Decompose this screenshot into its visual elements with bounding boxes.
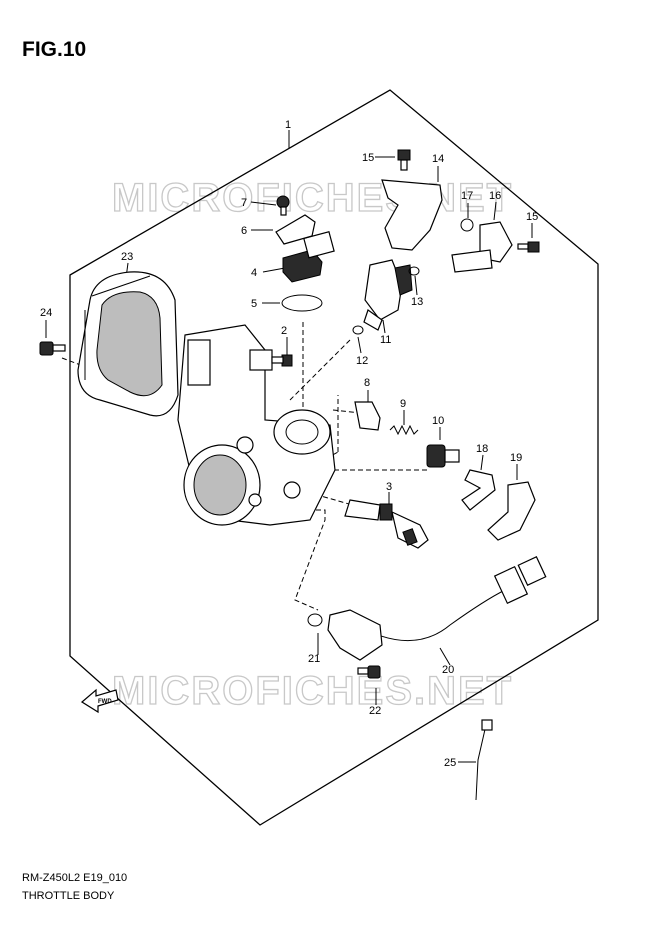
- throttle-body-main: [177, 324, 336, 526]
- callout-2: 2: [281, 325, 287, 337]
- fwd-arrow: FWD: [80, 688, 119, 714]
- callout-11: 11: [380, 334, 391, 346]
- diagram-code: RM-Z450L2 E19_010: [22, 872, 128, 884]
- callout-25: 25: [444, 757, 456, 769]
- callout-labels: 1 2 3 4 5 6 7 8 9 10 11 12 13 14 15 16 1…: [40, 119, 538, 769]
- callout-5: 5: [251, 298, 257, 310]
- callout-8: 8: [364, 377, 370, 389]
- callout-16: 16: [489, 190, 501, 202]
- bolt-part-24: [39, 341, 66, 356]
- callout-7: 7: [241, 197, 247, 209]
- bracket-part-14: [381, 179, 443, 251]
- callout-17: 17: [461, 190, 473, 202]
- intake-boot-part-23: [77, 271, 179, 417]
- callout-12: 12: [356, 355, 368, 367]
- callout-21: 21: [308, 653, 320, 665]
- figure-title: FIG.10: [22, 38, 87, 61]
- bolt-part-15-right: [517, 241, 540, 253]
- plunger-part-8: [354, 401, 381, 431]
- cable-tie-head: [481, 719, 493, 731]
- fuel-fitting-part-16: [451, 221, 513, 273]
- leader-lines: [45, 130, 533, 763]
- callout-1: 1: [285, 119, 291, 131]
- callout-4: 4: [251, 267, 257, 279]
- callout-3: 3: [386, 481, 392, 493]
- o-ring-part-13: [408, 266, 420, 276]
- assembly-outline: [69, 89, 599, 826]
- bolt-part-15-top: [397, 149, 411, 171]
- idle-screw-part-3: [344, 499, 429, 549]
- hose-part-18: [461, 469, 496, 511]
- wiring-harness-part-20: [377, 556, 547, 642]
- callout-22: 22: [369, 705, 381, 717]
- callout-10: 10: [432, 415, 444, 427]
- cable-tie-part-25: [475, 724, 487, 801]
- o-ring-part-5: [281, 294, 323, 312]
- screw-part-22: [357, 665, 381, 679]
- screw-part-2: [271, 354, 293, 367]
- screw-part-7: [276, 195, 290, 216]
- small-o-ring-part-12: [352, 325, 364, 335]
- spring-part-9: [389, 424, 419, 436]
- callout-9: 9: [400, 398, 406, 410]
- tps-sensor: [327, 609, 383, 661]
- callout-13: 13: [411, 296, 423, 308]
- callout-14: 14: [432, 153, 444, 165]
- diagram-caption: THROTTLE BODY: [22, 890, 115, 902]
- callout-6: 6: [241, 225, 247, 237]
- callout-15-right: 15: [526, 211, 538, 223]
- callout-18: 18: [476, 443, 488, 455]
- sensor-part-4: [282, 230, 335, 283]
- watermark-top: MICROFICHES.NET: [112, 176, 513, 220]
- elbow-hose-part-19: [487, 481, 536, 541]
- callout-15-top: 15: [362, 152, 374, 164]
- watermark-bottom: MICROFICHES.NET: [112, 669, 513, 713]
- washer-part-17: [460, 218, 474, 232]
- callout-23: 23: [121, 251, 133, 263]
- nut-part-10: [426, 444, 460, 468]
- o-ring-part-21: [307, 613, 323, 627]
- fwd-label: FWD: [98, 699, 112, 705]
- callout-24: 24: [40, 307, 52, 319]
- injector-part-11: [363, 259, 413, 331]
- callout-20: 20: [442, 664, 454, 676]
- bracket-part-6: [275, 214, 316, 245]
- callout-19: 19: [510, 452, 522, 464]
